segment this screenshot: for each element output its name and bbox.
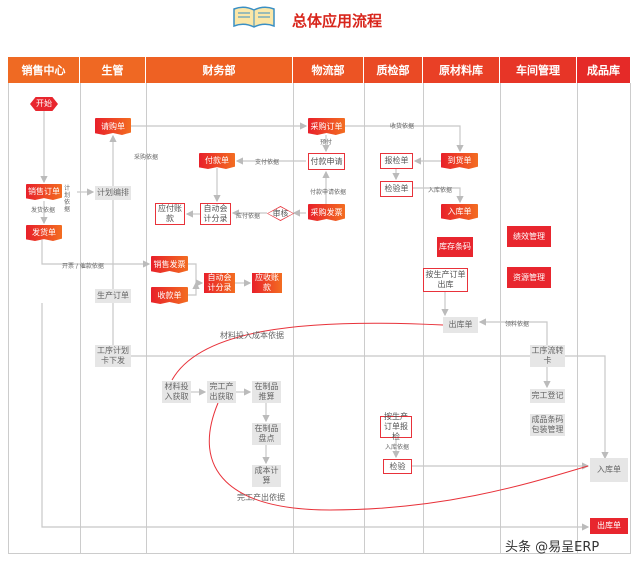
label-stockin-basis-2: 入库依据 [385, 444, 410, 451]
label-ship-basis: 发货依据 [31, 207, 56, 214]
raw-stock-in-node: 入库单 [441, 204, 478, 220]
lane-sales: 销售中心 [8, 57, 80, 83]
material-input-node: 材料投入获取 [162, 381, 191, 403]
payment-application-node: 付款申请 [308, 153, 345, 170]
lane-finished-goods: 成品库 [577, 57, 631, 83]
lane-divider [500, 83, 501, 554]
lane-divider [293, 83, 294, 554]
label-picking-basis: 领料依据 [505, 321, 530, 328]
accounts-payable-node: 应付账款 [155, 203, 185, 225]
auto-entry-ap-node: 自动会计分录 [200, 203, 231, 225]
book-icon [232, 3, 276, 33]
completion-output-node: 完工产出获取 [207, 381, 236, 403]
auto-entry-ar-node: 自动会计分录 [204, 273, 235, 293]
start-node: 开始 [30, 97, 58, 111]
lane-raw-material: 原材料库 [423, 57, 500, 83]
purchase-request-node: 请购单 [95, 118, 131, 135]
plan-scheduling-node: 计划编排 [95, 186, 131, 200]
inspection-request-node: 报检单 [380, 153, 413, 169]
accounts-receivable-node: 应收账款 [252, 273, 282, 293]
sales-invoice-node: 销售发票 [151, 256, 188, 273]
cost-calc-node: 成本计算 [252, 465, 281, 487]
purchase-order-node: 采购订单 [308, 118, 345, 135]
label-purchase-basis: 采购依据 [134, 154, 159, 161]
performance-mgmt-node: 绩效管理 [507, 226, 551, 247]
inspect-by-order-node: 按生产订单报检 [380, 412, 412, 441]
fg-issue-node: 出库单 [590, 518, 628, 534]
watermark: 头条 @易呈ERP [505, 540, 600, 555]
arrival-note-node: 到货单 [441, 153, 478, 169]
lane-divider [80, 83, 81, 554]
audit-node: 审核 [267, 206, 294, 221]
process-flow-card-node: 工序流转卡 [530, 345, 565, 367]
inspection-node: 检验 [383, 459, 412, 474]
label-material-cost-basis: 材料投入成本依据 [220, 331, 284, 340]
lane-divider [364, 83, 365, 554]
lane-divider [146, 83, 147, 554]
lane-divider [423, 83, 424, 554]
label-stockin-basis: 入库依据 [428, 187, 453, 194]
lane-production-mgmt: 生管 [80, 57, 146, 83]
inventory-barcode-node: 库存条码 [437, 237, 473, 257]
delivery-note-node: 发货单 [26, 225, 62, 241]
process-plan-card-node: 工序计划卡下发 [95, 345, 131, 367]
label-completion-basis: 完工产出依据 [237, 493, 285, 502]
resource-mgmt-node: 资源管理 [507, 267, 551, 288]
lane-divider [577, 83, 578, 554]
label-plan-basis: 计划依据 [64, 185, 71, 213]
label-invoice-basis: 开票 / 催款依据 [62, 263, 104, 270]
label-prepay: 预付 [320, 139, 333, 146]
sales-order-node: 销售订单 [26, 184, 62, 200]
wip-count-node: 在制品盘点 [252, 423, 281, 445]
receipt-voucher-node: 收款单 [151, 287, 188, 304]
production-order-node: 生产订单 [95, 289, 131, 303]
lane-qc: 质检部 [364, 57, 423, 83]
completion-reg-node: 完工登记 [530, 389, 565, 403]
label-payable-basis: 应付依据 [236, 213, 261, 220]
page-title: 总体应用流程 [292, 12, 383, 30]
fg-barcode-node: 成品条码包装管理 [530, 414, 565, 436]
wip-estimate-node: 在制品推算 [252, 381, 281, 403]
issue-by-order-node: 按生产订单出库 [423, 268, 468, 292]
label-pay-app-basis: 付款申请依据 [310, 189, 347, 196]
lane-logistics: 物流部 [293, 57, 364, 83]
inspection-sheet-node: 检验单 [380, 181, 413, 197]
lane-finance: 财务部 [146, 57, 293, 83]
label-payment-basis: 支付依据 [255, 159, 280, 166]
fg-stock-in-node: 入库单 [590, 458, 628, 482]
issue-note-node: 出库单 [443, 317, 478, 333]
purchase-invoice-node: 采购发票 [308, 204, 345, 221]
label-receiving-basis: 收货依据 [390, 123, 415, 130]
payment-voucher-node: 付款单 [199, 153, 235, 169]
lane-workshop: 车间管理 [500, 57, 577, 83]
